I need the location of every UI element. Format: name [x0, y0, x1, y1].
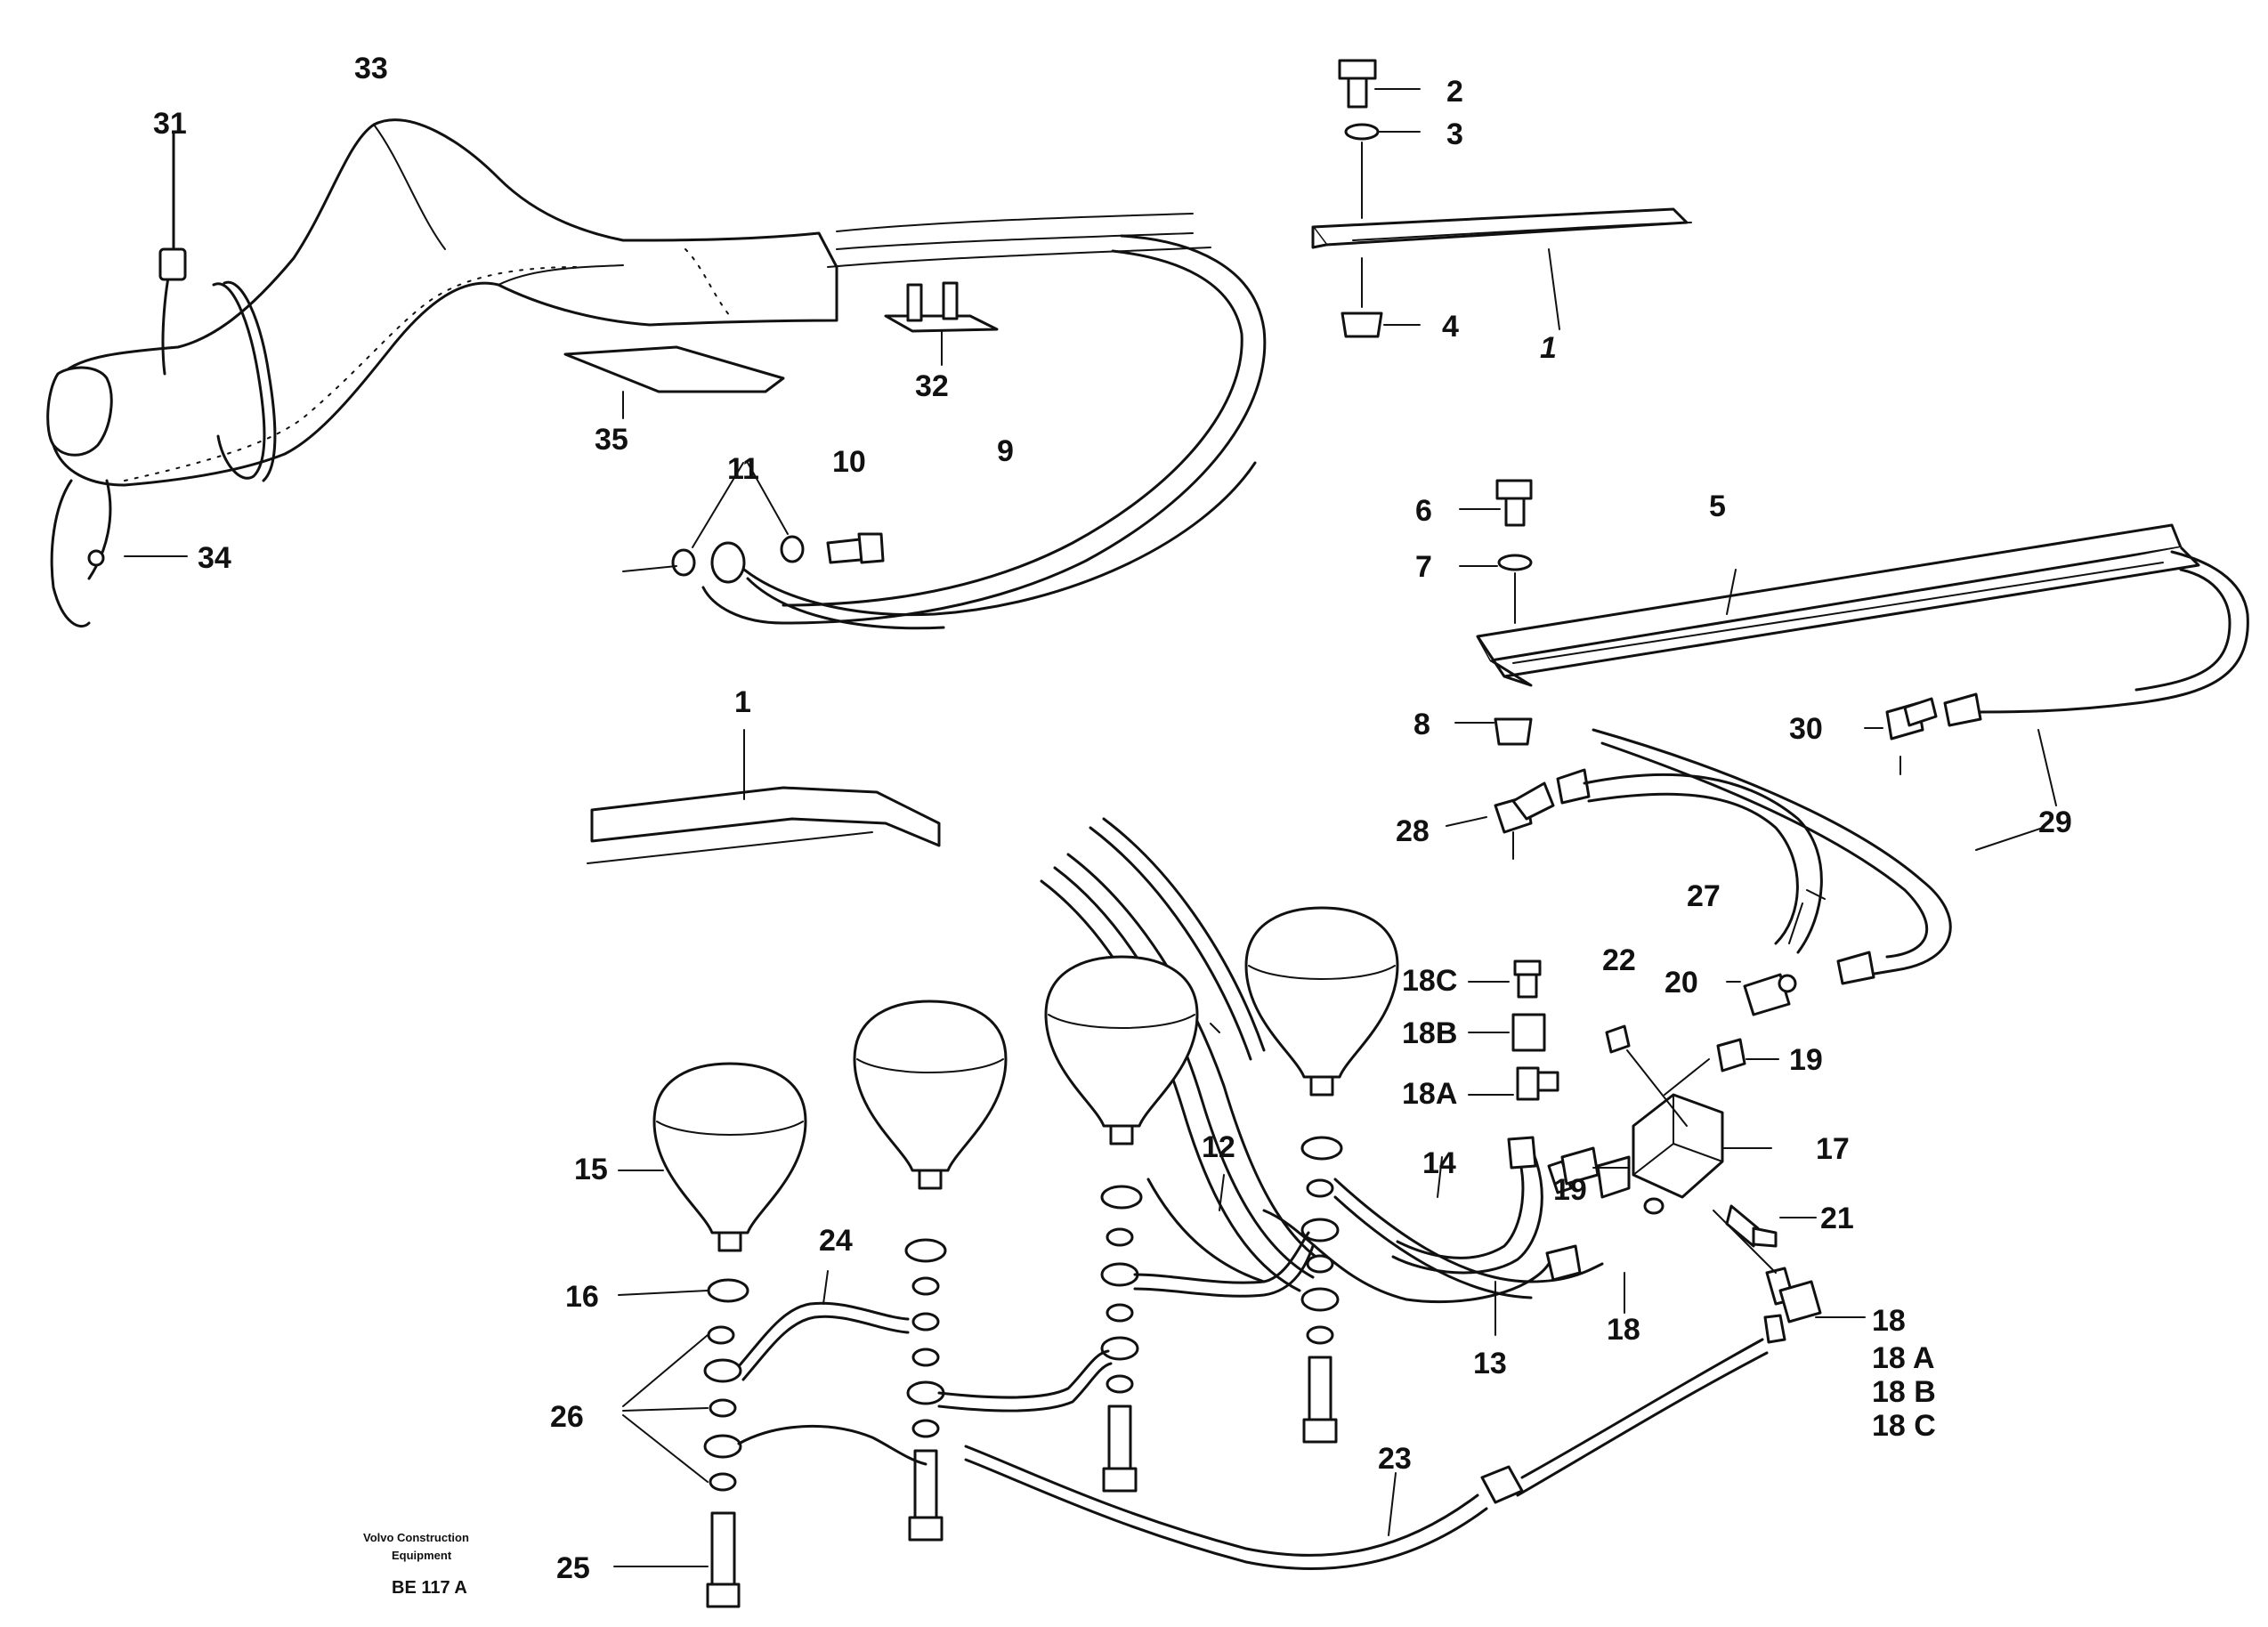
diagram-code: BE 117 A — [392, 1578, 467, 1598]
label-10: 10 — [832, 445, 866, 479]
label-18B-list: 18 B — [1872, 1375, 1936, 1409]
accumulator-4 — [1244, 906, 1399, 1097]
label-25: 25 — [556, 1551, 590, 1585]
label-21: 21 — [1820, 1202, 1854, 1235]
stack-3 — [1100, 1185, 1143, 1493]
nipple-19 — [1716, 1038, 1779, 1073]
label-1-top: 1 — [1540, 331, 1557, 365]
stack-4 — [1300, 1136, 1343, 1444]
leaders-misc — [618, 722, 2057, 1536]
label-17: 17 — [1816, 1132, 1850, 1166]
washer-7 — [1459, 554, 1533, 624]
label-13: 13 — [1473, 1347, 1507, 1380]
clip-part — [884, 281, 999, 366]
washer-3 — [1344, 123, 1421, 219]
hoses-12 — [1040, 817, 1328, 1292]
rail-5 — [1476, 523, 2249, 714]
label-1-mid: 1 — [734, 685, 751, 719]
clamp-part — [158, 132, 187, 376]
label-14: 14 — [1422, 1146, 1456, 1180]
accumulator-2 — [853, 1000, 1008, 1190]
nut-22 — [1605, 1024, 1688, 1127]
label-18A-list: 18 A — [1872, 1341, 1935, 1375]
label-2: 2 — [1446, 75, 1463, 109]
label-30: 30 — [1789, 712, 1823, 746]
label-16: 16 — [565, 1280, 599, 1314]
label-3: 3 — [1446, 117, 1463, 151]
label-9: 9 — [997, 434, 1014, 468]
label-34: 34 — [198, 541, 231, 575]
hose-29-fitting-30 — [1592, 692, 1982, 985]
hose-banjo-assembly — [622, 461, 1257, 630]
label-11: 11 — [727, 452, 759, 486]
pipes-24-23 — [737, 1231, 1769, 1570]
caption-line-1: Volvo Construction — [363, 1531, 469, 1544]
fitting-18abc — [1468, 959, 1559, 1101]
label-24: 24 — [819, 1224, 853, 1258]
label-29: 29 — [2038, 805, 2072, 839]
label-18-a: 18 — [1607, 1313, 1640, 1347]
hose-cover-sleeve — [46, 118, 1267, 625]
label-27: 27 — [1687, 879, 1721, 913]
label-18C-list: 18 C — [1872, 1409, 1936, 1443]
label-19-b: 19 — [1553, 1173, 1587, 1207]
hoses-13-14 — [1262, 1136, 1604, 1304]
label-12: 12 — [1202, 1130, 1235, 1164]
label-19-a: 19 — [1789, 1043, 1823, 1077]
label-18A: 18A — [1402, 1077, 1457, 1111]
caption-line-2: Equipment — [392, 1549, 452, 1562]
fitting-18-group — [1547, 1146, 1631, 1199]
label-20: 20 — [1665, 966, 1698, 1000]
bolt-21 — [1725, 1204, 1817, 1248]
label-7: 7 — [1415, 550, 1432, 584]
cable-tie — [212, 280, 277, 482]
accumulator-3 — [1044, 955, 1199, 1145]
rail-1-middle — [587, 729, 941, 864]
bolt-2 — [1338, 59, 1421, 109]
tee-20 — [1726, 973, 1797, 1016]
label-18-b: 18 — [1872, 1304, 1906, 1338]
stack-2 — [904, 1238, 947, 1542]
label-26: 26 — [550, 1400, 584, 1434]
bolt-6 — [1459, 479, 1533, 527]
label-18B: 18B — [1402, 1016, 1457, 1050]
label-33: 33 — [354, 52, 388, 85]
label-32: 32 — [915, 369, 949, 403]
label-4: 4 — [1442, 310, 1459, 344]
accumulator-1 — [652, 1062, 807, 1252]
label-22: 22 — [1602, 943, 1636, 977]
label-35: 35 — [595, 423, 628, 457]
pad-part — [563, 345, 785, 419]
label-28: 28 — [1396, 814, 1430, 848]
label-31: 31 — [153, 107, 187, 141]
block-17 — [1632, 1058, 1772, 1215]
label-23: 23 — [1378, 1442, 1412, 1476]
stack-1 — [613, 1278, 749, 1608]
leaders-26 — [622, 1334, 709, 1483]
rail-1-top — [1311, 207, 1692, 330]
hose-27-fitting-28 — [1494, 768, 1823, 954]
label-15: 15 — [574, 1153, 608, 1186]
nut-4 — [1341, 257, 1421, 338]
label-18C: 18C — [1402, 964, 1457, 998]
label-8: 8 — [1413, 708, 1430, 741]
wire-part — [50, 479, 188, 628]
elbow-18 — [1713, 1210, 1866, 1344]
label-6: 6 — [1415, 494, 1432, 528]
label-5: 5 — [1709, 490, 1726, 523]
